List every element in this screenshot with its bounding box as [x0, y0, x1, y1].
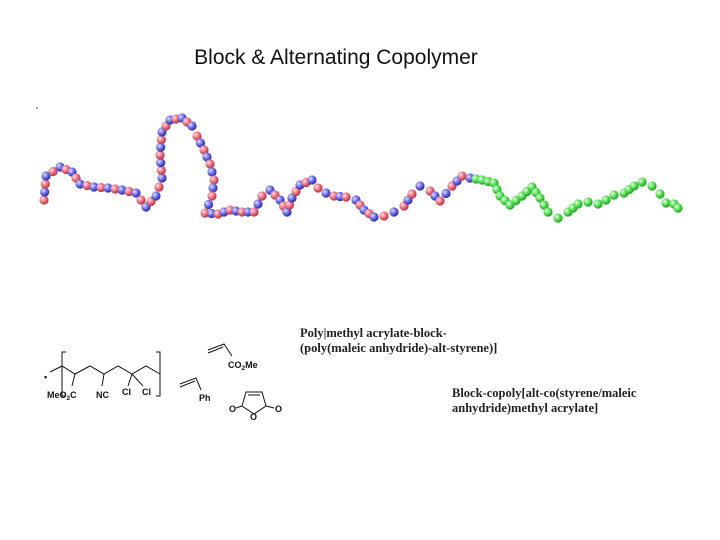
alternating-bead	[202, 152, 212, 162]
block-bead	[573, 199, 583, 209]
alternating-bead	[369, 212, 379, 222]
alternating-bead	[307, 175, 317, 185]
alternating-bead	[155, 150, 165, 160]
alternating-bead	[341, 192, 351, 202]
carbonyl-right	[265, 405, 275, 409]
alternating-bead	[192, 131, 202, 141]
alternating-bead	[209, 175, 219, 185]
alternating-bead	[199, 145, 209, 155]
substituent-bond-1	[71, 373, 76, 387]
block-bead	[601, 195, 611, 205]
alternating-bead	[207, 167, 217, 177]
block-bead	[539, 200, 549, 210]
alternating-bead	[96, 182, 106, 193]
monomer-ph: Ph	[199, 393, 211, 403]
styrene-vinyl-bond	[179, 377, 202, 391]
alternating-bead	[379, 211, 389, 221]
carbonyl-left	[235, 405, 243, 409]
block-bead	[629, 181, 639, 191]
polymer-backbone	[49, 365, 161, 375]
alternating-bead	[110, 184, 120, 194]
alternating-bead	[151, 191, 161, 201]
slide-title: Block & Alternating Copolymer	[194, 46, 478, 69]
alternating-bead	[203, 199, 214, 210]
block-bead	[593, 199, 603, 209]
alternating-bead	[82, 180, 92, 191]
alternating-bead	[284, 200, 295, 210]
block-bead	[583, 197, 593, 207]
alternating-bead	[441, 188, 451, 199]
alternating-bead	[40, 187, 50, 197]
block-bead	[543, 207, 553, 217]
alternating-bead	[207, 191, 217, 201]
anhydride-oxygen-right: O	[275, 404, 282, 414]
alternating-bead	[435, 196, 445, 206]
left-bracket	[61, 351, 66, 397]
alternating-bead	[208, 183, 218, 193]
alternating-bead	[156, 158, 166, 168]
block-bead	[661, 198, 671, 208]
alternating-bead	[156, 135, 166, 145]
chemical-structure-diagram: • MeO2C NC Cl Cl CO2Me Ph O O O	[44, 343, 282, 422]
substituent-meo2c: MeO2C	[47, 390, 77, 402]
alternating-bead	[157, 173, 167, 183]
alternating-bead	[48, 166, 58, 177]
alternating-bead	[39, 195, 49, 205]
alternating-bead	[156, 165, 166, 175]
alternating-bead	[195, 138, 206, 148]
polymer-name-alternating-line1: Block-copoly[alt-co(styrene/maleic	[452, 386, 637, 400]
polymer-chain-illustration	[36, 107, 683, 223]
alternating-bead	[415, 181, 425, 191]
alternating-bead	[41, 171, 51, 181]
alternating-bead	[89, 182, 99, 192]
alternating-bead	[124, 186, 134, 197]
alternating-bead	[136, 195, 146, 205]
substituent-cl-2: Cl	[142, 387, 151, 397]
alternating-bead	[253, 199, 263, 209]
polymer-name-alternating-line2: anhydride)methyl acrylate]	[452, 401, 599, 415]
maleic-anhydride-ring	[241, 391, 267, 415]
substituent-bond-4	[131, 373, 144, 387]
alternating-bead	[156, 142, 166, 152]
bead-group	[39, 113, 683, 223]
monomer-co2me: CO2Me	[228, 360, 258, 372]
alternating-bead	[117, 185, 127, 195]
substituent-cl-1: Cl	[122, 387, 131, 397]
alternating-bead	[407, 189, 417, 199]
acrylate-vinyl-bond	[207, 343, 233, 357]
block-bead	[609, 190, 619, 200]
alternating-bead	[249, 207, 259, 217]
anhydride-oxygen-left: O	[229, 404, 236, 414]
polymer-name-alternating: Block-copoly[alt-co(styrene/maleic anhyd…	[452, 386, 702, 416]
block-bead	[647, 181, 657, 191]
alternating-bead	[321, 188, 331, 198]
chain-start-dot	[36, 107, 38, 109]
polymer-name-block-line2: (poly(maleic anhydride)-alt-styrene)]	[300, 341, 498, 355]
polymer-end-dot: •	[44, 372, 47, 382]
alternating-bead	[187, 121, 197, 131]
substituent-nc: NC	[96, 390, 109, 400]
polymer-name-block: Poly|methyl acrylate-block- (poly(maleic…	[300, 326, 560, 356]
alternating-bead	[457, 171, 467, 181]
alternating-bead	[103, 183, 113, 193]
alternating-bead	[154, 182, 164, 192]
alternating-bead	[205, 159, 215, 169]
block-bead	[673, 203, 683, 213]
block-bead	[637, 177, 647, 187]
alternating-bead	[40, 179, 50, 189]
block-bead	[535, 193, 545, 203]
block-bead	[553, 213, 563, 223]
block-bead	[655, 189, 665, 199]
polymer-name-block-line1: Poly|methyl acrylate-block-	[300, 326, 447, 340]
alternating-bead	[131, 188, 141, 198]
alternating-bead	[75, 179, 85, 189]
substituent-bond-3	[127, 373, 133, 387]
anhydride-oxygen-ring: O	[250, 412, 257, 422]
alternating-bead	[389, 207, 399, 217]
alternating-bead	[282, 207, 292, 217]
substituent-bond-2	[101, 373, 105, 387]
alternating-bead	[257, 191, 267, 201]
alternating-bead	[313, 183, 323, 193]
